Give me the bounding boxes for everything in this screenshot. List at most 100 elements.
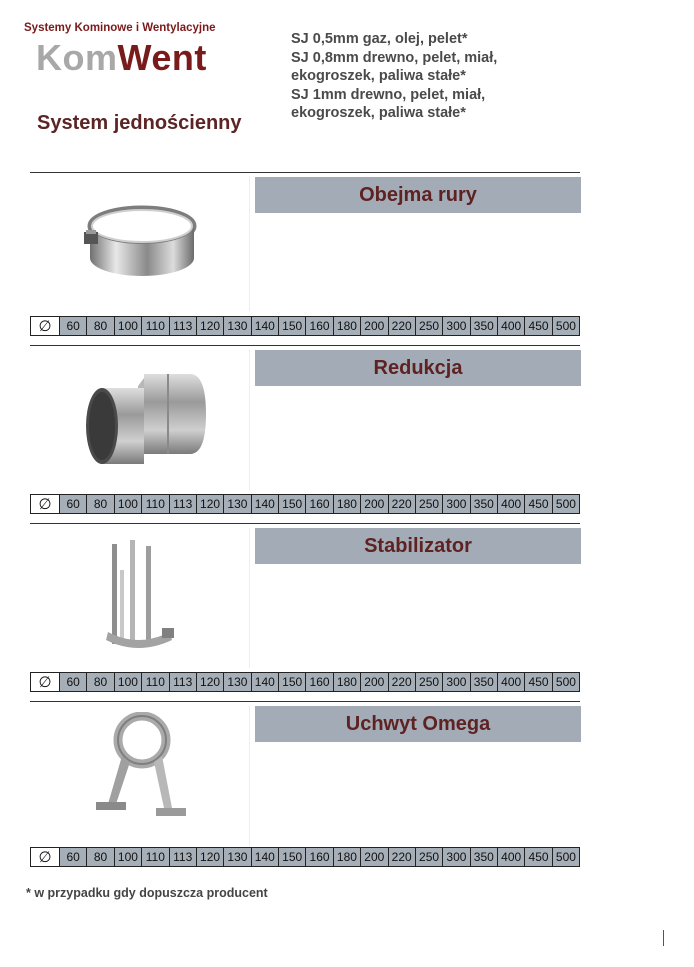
size-cell: 220 [387,317,415,335]
size-cell: 500 [551,495,580,513]
product-title-bar: Uchwyt Omega [255,706,581,742]
size-cell: 120 [195,848,224,866]
pipe-clamp-icon [84,205,197,276]
logo-part-w: W [117,37,152,78]
size-cell: 60 [59,495,87,513]
size-cell: 60 [59,317,87,335]
size-cell: 150 [278,317,306,335]
size-cell: 400 [497,317,525,335]
size-cell: 110 [141,495,169,513]
spec-line: SJ 0,8mm drewno, pelet, miał, [291,49,498,66]
size-cell: 100 [113,673,142,691]
size-cell: 220 [387,673,415,691]
size-cell: 180 [332,673,361,691]
product-title-bar: Obejma rury [255,177,581,213]
size-cell: 130 [223,495,251,513]
size-cell: 250 [414,495,443,513]
size-cell: 113 [168,317,196,335]
size-cell: 220 [387,848,415,866]
spec-list: SJ 0,5mm gaz, olej, pelet* SJ 0,8mm drew… [291,30,497,123]
size-cell: 180 [332,848,361,866]
size-cell: 400 [497,673,525,691]
size-cell: 160 [305,848,333,866]
pipe-reducer-icon [86,374,206,464]
product-title: Uchwyt Omega [345,712,491,735]
size-cell: 160 [305,317,333,335]
size-cell: 400 [497,848,525,866]
diameter-symbol: ∅ [31,848,59,866]
size-cell: 180 [332,317,361,335]
size-cell: 110 [141,673,169,691]
size-cell: 300 [442,673,470,691]
section-divider [30,172,580,173]
section-guide-line [249,350,250,490]
size-cell: 500 [551,848,580,866]
spec-line: ekogroszek, paliwa stałe* [291,68,466,84]
size-cell: 150 [278,495,306,513]
omega-bracket-icon [96,712,186,816]
size-cell: 120 [195,317,224,335]
size-cell: 200 [360,317,388,335]
product-title: Redukcja [373,356,463,379]
size-cell: 350 [469,317,497,335]
size-cell: 180 [332,495,361,513]
size-cell: 350 [469,495,497,513]
size-cell: 130 [223,848,251,866]
corner-mark [663,930,664,946]
footnote: * w przypadku gdy dopuszcza producent [26,886,268,900]
product-title: Stabilizator [364,534,472,557]
spec-line: SJ 1mm drewno, pelet, miał, [291,86,486,103]
size-cell: 140 [250,673,278,691]
section-guide-line [249,176,250,311]
size-cell: 160 [305,673,333,691]
section-divider [30,701,580,702]
size-cell: 110 [141,848,169,866]
size-cell: 113 [168,848,196,866]
size-cell: 450 [524,673,552,691]
size-cell: 250 [414,673,443,691]
brand-tagline: Systemy Kominowe i Wentylacyjne [24,22,216,34]
size-cell: 350 [469,848,497,866]
size-cell: 400 [497,495,525,513]
stabilizer-icon [106,540,174,648]
size-cell: 200 [360,848,388,866]
size-cell: 500 [551,317,580,335]
size-cell: 80 [86,317,114,335]
system-title: System jednościenny [37,112,242,134]
size-cell: 100 [113,317,142,335]
size-cell: 300 [442,848,470,866]
size-cell: 80 [86,848,114,866]
size-cell: 100 [113,848,142,866]
size-cell: 500 [551,673,580,691]
spec-line: SJ 0,5mm gaz, olej, pelet* [291,31,468,47]
section-divider [30,523,580,524]
size-cell: 130 [223,673,251,691]
size-cell: 350 [469,673,497,691]
logo: KomWent [36,36,207,80]
product-title-bar: Redukcja [255,350,581,386]
size-cell: 250 [414,317,443,335]
logo-part-ent: ent [151,37,207,78]
size-cell: 120 [195,673,224,691]
size-cell: 300 [442,317,470,335]
size-cell: 110 [141,317,169,335]
size-cell: 150 [278,673,306,691]
size-cell: 60 [59,673,87,691]
size-cell: 80 [86,673,114,691]
size-cell: 140 [250,317,278,335]
size-cell: 300 [442,495,470,513]
size-cell: 113 [168,673,196,691]
size-cell: 450 [524,317,552,335]
size-cell: 200 [360,673,388,691]
size-cell: 450 [524,848,552,866]
size-cell: 250 [414,848,443,866]
product-title-bar: Stabilizator [255,528,581,564]
section-divider [30,345,580,346]
size-cell: 130 [223,317,251,335]
size-cell: 200 [360,495,388,513]
size-cell: 120 [195,495,224,513]
size-cell: 140 [250,495,278,513]
